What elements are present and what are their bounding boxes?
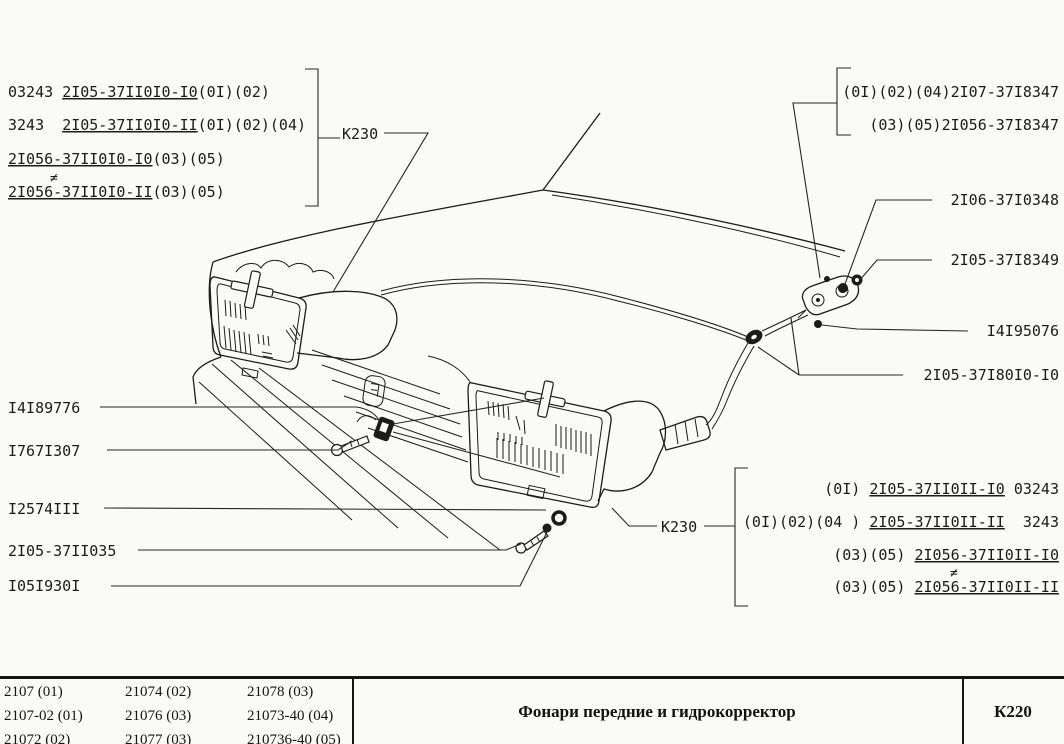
title-block-rule: [0, 676, 1064, 679]
svg-text:(03)(05)2I056-37I8347: (03)(05)2I056-37I8347: [869, 116, 1059, 134]
part-label-2105-3718349: 2I05-37I8349: [951, 251, 1059, 269]
sheet-code: К220: [994, 701, 1032, 721]
washer-10519301: [551, 510, 567, 526]
model-code: 21076 (03): [125, 708, 192, 724]
model-column-1: 2107 (01) 2107-02 (01) 21072 (02): [4, 680, 83, 744]
model-code: 21078 (03): [247, 684, 314, 700]
headlight-left-adjuster: [230, 270, 274, 309]
firewall-grommet: [745, 329, 763, 345]
bolt-2106-3710348: [838, 283, 848, 293]
part-label-1767307: I767I307: [8, 442, 80, 460]
part-label-10519301: I05I930I: [8, 577, 80, 595]
hydro-actuator-boot: [659, 415, 711, 451]
part-label-14189776: I4I89776: [8, 399, 80, 417]
svg-text:(0I)(02)(04 ) 2I05-37II0II-II: (0I)(02)(04 ) 2I05-37II0II-II 3243: [743, 513, 1059, 531]
svg-text:(03)(05) 2I056-37II0II-II: (03)(05) 2I056-37II0II-II: [833, 578, 1059, 596]
svg-text:(03)(05) 2I056-37II0II-I0: (03)(05) 2I056-37II0II-I0: [833, 546, 1059, 564]
k230-ref-top: К230: [342, 125, 378, 143]
model-code: 2107 (01): [4, 684, 63, 700]
part-label-2105-3711035: 2I05-37II035: [8, 542, 116, 560]
model-column-2: 21074 (02) 21076 (03) 21077 (03): [125, 680, 191, 744]
part-label-group-bottom-right: (0I) 2I05-37II0II-I0 03243: [824, 480, 1059, 498]
part-label-14195076: I4I95076: [987, 322, 1059, 340]
part-label-2106-3710348: 2I06-37I0348: [951, 191, 1059, 209]
part-label-group-top-left: 03243 2I05-37II0I0-I0(0I)(02): [8, 83, 270, 101]
svg-text:2I056-37II0I0-II(03)(05): 2I056-37II0I0-II(03)(05): [8, 183, 225, 201]
part-labels: 03243 2I05-37II0I0-I0(0I)(02) 3243 2I05-…: [8, 83, 1059, 596]
divider: [352, 679, 354, 744]
nut-2105-3718349: [851, 274, 863, 286]
screw-2105-3711035: [515, 530, 549, 554]
model-code: 21073-40 (04): [247, 708, 334, 724]
svg-text:3243 2I05-37II0I0-II(0I)(02)(: 3243 2I05-37II0I0-II(0I)(02)(04): [8, 116, 306, 134]
model-code: 2107-02 (01): [4, 708, 83, 724]
model-code: 21072 (02): [4, 732, 71, 744]
model-code: 21077 (03): [125, 732, 192, 744]
headlight-center: [467, 380, 711, 509]
parts-diagram: 03243 2I05-37II0I0-I0(0I)(02) 3243 2I05-…: [8, 67, 1059, 607]
headlight-left: [209, 259, 398, 379]
leader-lines: [100, 67, 969, 607]
part-label-group-top-right: (0I)(02)(04)2I07-37I8347: [842, 83, 1059, 101]
model-code: 210736-40 (05): [247, 732, 341, 744]
nut-small: [542, 523, 552, 533]
hydrocorrector-master-cylinder: [797, 275, 860, 319]
model-code: 21074 (02): [125, 684, 192, 700]
part-label-2574111: I2574III: [8, 500, 80, 518]
sheet-title: Фонари передние и гидрокорректор: [518, 701, 796, 721]
hood-lock-badge: [362, 375, 386, 407]
k230-ref-bottom: К230: [661, 518, 697, 536]
title-block: 2107 (01) 2107-02 (01) 21072 (02) 21074 …: [0, 676, 1064, 744]
screw-1767307: [330, 435, 370, 457]
not-equal-mark: ≠: [950, 566, 958, 581]
divider: [962, 679, 964, 744]
mounting-clip-14189776: [356, 415, 395, 442]
model-column-3: 21078 (03) 21073-40 (04) 210736-40 (05): [247, 680, 341, 744]
not-equal-mark: ≠: [50, 171, 58, 186]
part-label-2105-3718010-10: 2I05-37I80I0-I0: [924, 366, 1059, 384]
car-body-outline: [192, 112, 846, 551]
svg-text:2I056-37II0I0-I0(03)(05): 2I056-37II0I0-I0(03)(05): [8, 150, 225, 168]
hydro-hose: [380, 278, 809, 430]
headlight-center-adjuster: [524, 380, 566, 418]
ball-14195076: [814, 320, 822, 328]
